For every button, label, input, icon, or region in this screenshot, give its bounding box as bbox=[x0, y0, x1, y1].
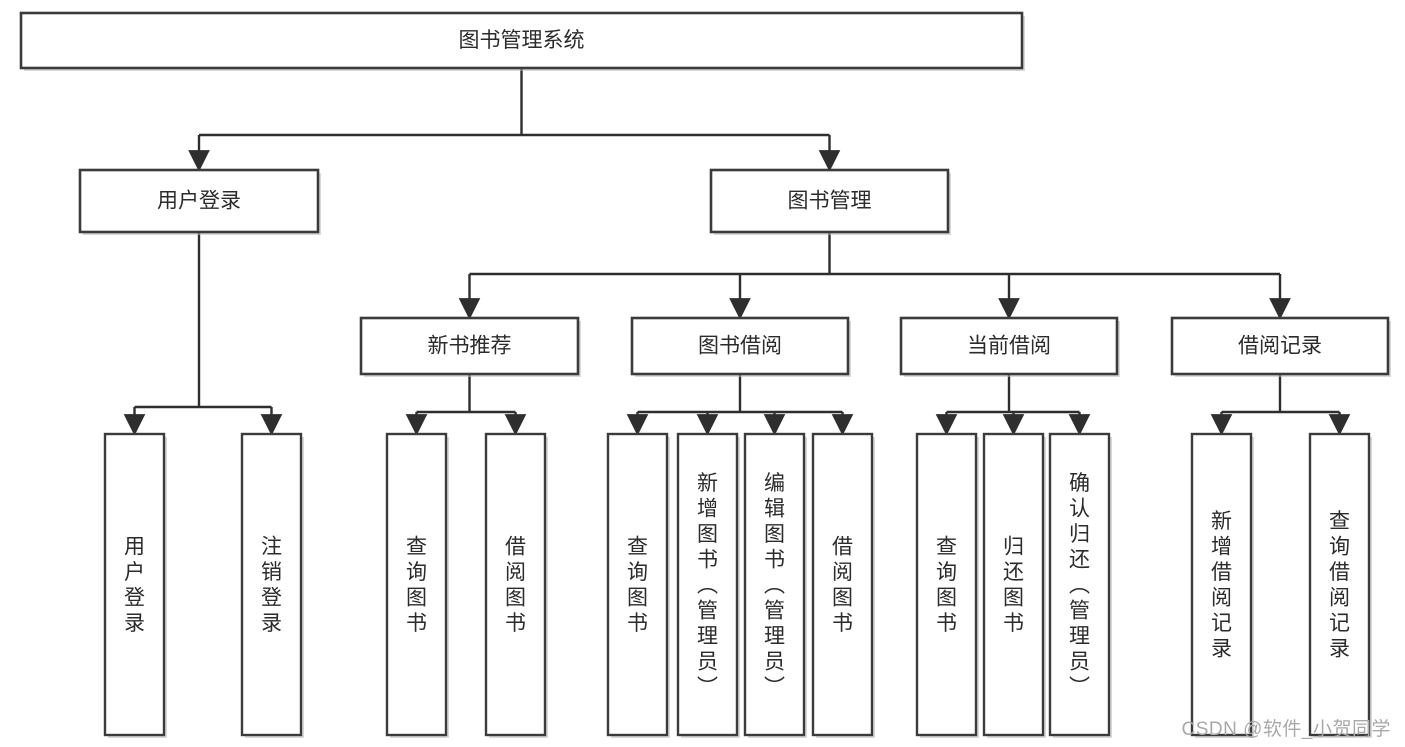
node-book-manage[interactable]: 图书管理 bbox=[709, 168, 951, 235]
node-label: 确认归还︵管理员︶ bbox=[1069, 472, 1090, 699]
node-box[interactable] bbox=[1308, 432, 1371, 737]
node-label: 借阅记录 bbox=[1238, 335, 1322, 358]
node-user-login[interactable]: 用户登录 bbox=[78, 168, 321, 235]
node-label: 用户登录 bbox=[157, 190, 241, 213]
edges-current-borrow-to-leaves bbox=[935, 374, 1091, 436]
node-label: 编辑图书︵管理员︶ bbox=[764, 472, 785, 699]
node-leaf-add-book[interactable]: 新增图书︵管理员︶ bbox=[676, 432, 740, 738]
node-label: 查询图书 bbox=[406, 536, 427, 636]
node-box[interactable] bbox=[709, 168, 950, 234]
edges-book-borrow-to-leaves bbox=[626, 374, 854, 436]
node-label: 查询借阅记录 bbox=[1329, 510, 1350, 661]
node-box[interactable] bbox=[630, 316, 850, 376]
node-box[interactable] bbox=[915, 432, 978, 737]
edges-borrow-record-to-leaves bbox=[1210, 374, 1351, 436]
node-label: 图书管理系统 bbox=[459, 29, 585, 52]
node-label: 查询图书 bbox=[627, 536, 648, 636]
node-label: 注销登录 bbox=[261, 536, 282, 636]
node-box[interactable] bbox=[103, 432, 166, 737]
node-new-book-recommend[interactable]: 新书推荐 bbox=[359, 316, 581, 377]
connector-layer bbox=[123, 68, 1351, 436]
node-box[interactable] bbox=[1048, 432, 1111, 737]
node-label: 当前借阅 bbox=[967, 335, 1051, 358]
node-label: 归还图书 bbox=[1003, 536, 1024, 636]
edges-user-login-to-leaves bbox=[123, 232, 283, 436]
node-box[interactable] bbox=[359, 316, 580, 376]
node-leaf-query-borrow-record[interactable]: 查询借阅记录 bbox=[1308, 432, 1372, 738]
node-label: 新增图书︵管理员︶ bbox=[697, 472, 718, 699]
node-box[interactable] bbox=[743, 432, 806, 737]
node-leaf-user-login[interactable]: 用户登录 bbox=[103, 432, 167, 738]
node-leaf-edit-book[interactable]: 编辑图书︵管理员︶ bbox=[743, 432, 807, 738]
node-leaf-confirm-return[interactable]: 确认归还︵管理员︶ bbox=[1048, 432, 1112, 738]
node-box[interactable] bbox=[676, 432, 739, 737]
node-box[interactable] bbox=[606, 432, 669, 737]
node-leaf-query-book-recommend[interactable]: 查询图书 bbox=[385, 432, 449, 738]
node-leaf-user-logout[interactable]: 注销登录 bbox=[240, 432, 304, 738]
node-label: 用户登录 bbox=[124, 536, 145, 636]
node-box[interactable] bbox=[899, 316, 1119, 376]
edges-root-to-level2 bbox=[188, 68, 841, 172]
edges-bookmanage-to-level3 bbox=[458, 232, 1291, 320]
node-box[interactable] bbox=[385, 432, 448, 737]
node-leaf-return-book[interactable]: 归还图书 bbox=[982, 432, 1046, 738]
node-label: 新增借阅记录 bbox=[1211, 510, 1232, 661]
node-leaf-add-borrow-record[interactable]: 新增借阅记录 bbox=[1190, 432, 1254, 738]
node-box[interactable] bbox=[1170, 316, 1390, 376]
edges-new-book-recommend-to-leaves bbox=[405, 374, 527, 436]
node-leaf-borrow-book[interactable]: 借阅图书 bbox=[811, 432, 875, 738]
node-box[interactable] bbox=[811, 432, 874, 737]
node-box[interactable] bbox=[484, 432, 547, 737]
node-book-borrow[interactable]: 图书借阅 bbox=[630, 316, 851, 377]
node-label: 图书管理 bbox=[788, 190, 872, 213]
node-label: 借阅图书 bbox=[832, 536, 853, 636]
node-label: 新书推荐 bbox=[428, 335, 512, 358]
node-box[interactable] bbox=[982, 432, 1045, 737]
node-current-borrow[interactable]: 当前借阅 bbox=[899, 316, 1120, 377]
node-layer: 图书管理系统用户登录图书管理新书推荐图书借阅当前借阅借阅记录用户登录注销登录查询… bbox=[19, 11, 1391, 738]
node-label: 图书借阅 bbox=[698, 335, 782, 358]
node-borrow-record[interactable]: 借阅记录 bbox=[1170, 316, 1391, 377]
node-leaf-query-book-current[interactable]: 查询图书 bbox=[915, 432, 979, 738]
node-leaf-borrow-book-recommend[interactable]: 借阅图书 bbox=[484, 432, 548, 738]
node-box[interactable] bbox=[240, 432, 303, 737]
node-box[interactable] bbox=[78, 168, 320, 234]
node-box[interactable] bbox=[1190, 432, 1253, 737]
node-label: 借阅图书 bbox=[505, 536, 526, 636]
node-leaf-query-book-borrow[interactable]: 查询图书 bbox=[606, 432, 670, 738]
node-box[interactable] bbox=[19, 11, 1024, 70]
node-root[interactable]: 图书管理系统 bbox=[19, 11, 1025, 71]
node-label: 查询图书 bbox=[936, 536, 957, 636]
